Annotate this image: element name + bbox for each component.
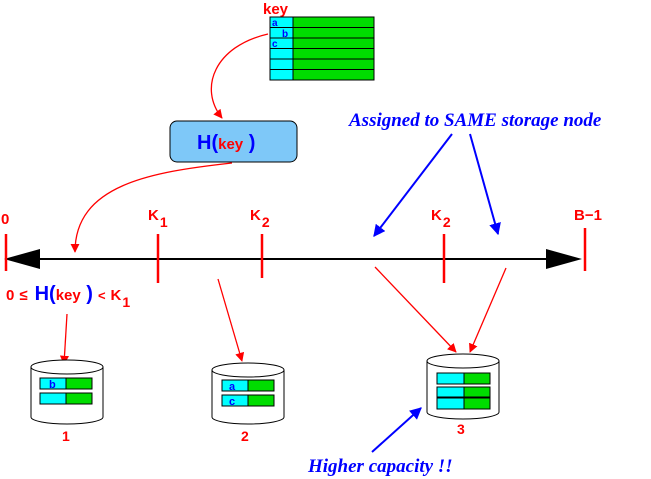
arrow-range2-to-node2 <box>217 278 245 362</box>
axis-right-arrowhead <box>546 249 582 269</box>
key-table: key a b c <box>263 1 375 81</box>
capacity-arrow <box>371 407 422 453</box>
axis-end-label: B−1 <box>574 207 602 224</box>
hash-func-label: H( <box>197 132 218 154</box>
range-condition: 0 ≤ H(key ) < K1 <box>6 283 130 310</box>
storage-node-3: 3 <box>426 353 500 437</box>
key-table-key-b: b <box>282 29 288 40</box>
node-2-key-c: c <box>229 396 235 408</box>
storage-node-1: b 1 <box>30 359 104 444</box>
condition-zero: 0 <box>6 287 14 304</box>
axis-left-arrowhead <box>4 249 40 269</box>
axis-k2-label: K2 <box>250 207 270 230</box>
svg-text:H(key ): H(key ) <box>197 132 255 154</box>
condition-k-sub: 1 <box>122 294 130 310</box>
condition-k: K <box>111 287 122 304</box>
node-1-label: 1 <box>62 428 70 444</box>
capacity-annotation: Higher capacity !! <box>307 456 453 477</box>
assignment-arrows <box>59 266 507 365</box>
arrow-range1-to-node1 <box>59 313 70 365</box>
key-table-row-lines <box>270 27 374 70</box>
hash-func-arg: key <box>218 136 244 153</box>
condition-le: ≤ <box>19 287 27 304</box>
same-node-arrows <box>373 133 501 237</box>
key-table-key-c: c <box>272 39 278 50</box>
axis-k1-label: K1 <box>148 207 168 230</box>
same-node-annotation: Assigned to SAME storage node <box>348 110 602 131</box>
arrow-table-to-hash <box>210 33 269 119</box>
condition-arg: key <box>56 287 82 304</box>
hash-function-box: H(key ) <box>169 120 298 163</box>
condition-close: ) <box>81 283 93 305</box>
node-2-label: 2 <box>241 428 249 444</box>
condition-func: H( <box>35 283 56 305</box>
hash-func-close: ) <box>243 132 255 154</box>
key-table-key-a: a <box>272 18 278 29</box>
storage-node-2: a c 2 <box>211 362 285 444</box>
axis-k2-second-label: K2 <box>431 207 451 230</box>
arrow-hash-to-axis <box>70 162 233 253</box>
node-1-key-b: b <box>49 379 56 391</box>
key-table-title: key <box>263 1 289 18</box>
node-2-key-a: a <box>229 381 236 393</box>
node-3-label: 3 <box>457 421 465 437</box>
hash-range-axis: 0 K1 K2 K2 B−1 <box>1 207 602 283</box>
axis-start-label: 0 <box>1 211 9 228</box>
arrow-range4-to-node3 <box>469 267 507 353</box>
condition-lt: < <box>98 288 106 303</box>
arrow-range3-to-node3 <box>374 266 457 353</box>
